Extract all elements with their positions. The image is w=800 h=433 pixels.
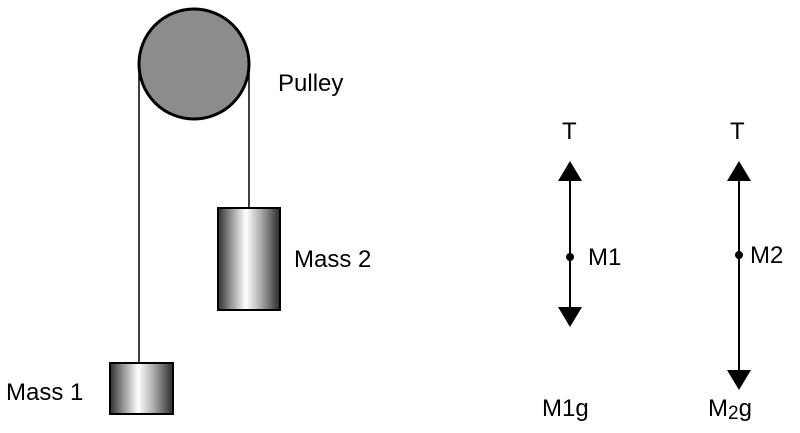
fbd1-body-dot (566, 253, 574, 261)
fbd2-weight-subscript: 2 (728, 403, 739, 424)
fbd1-weight-label: M1g (542, 395, 589, 422)
fbd2-body-dot (735, 251, 743, 259)
mass-2-block (217, 207, 281, 311)
fbd1-body-label: M1 (588, 244, 622, 271)
fbd2-body-label: M2 (750, 242, 784, 269)
mass-1-label: Mass 1 (6, 379, 84, 406)
pulley-wheel (137, 7, 251, 121)
fbd2-weight-label: M2g (708, 395, 752, 424)
fbd2-tension-label: T (730, 118, 745, 145)
pulley-label: Pulley (278, 70, 344, 97)
fbd2-weight-suffix: g (738, 395, 752, 422)
fbd2-weight-prefix: M (708, 395, 728, 422)
mass-1-block (109, 362, 174, 415)
mass-2-label: Mass 2 (294, 246, 372, 273)
fbd1-tension-label: T (562, 118, 577, 145)
